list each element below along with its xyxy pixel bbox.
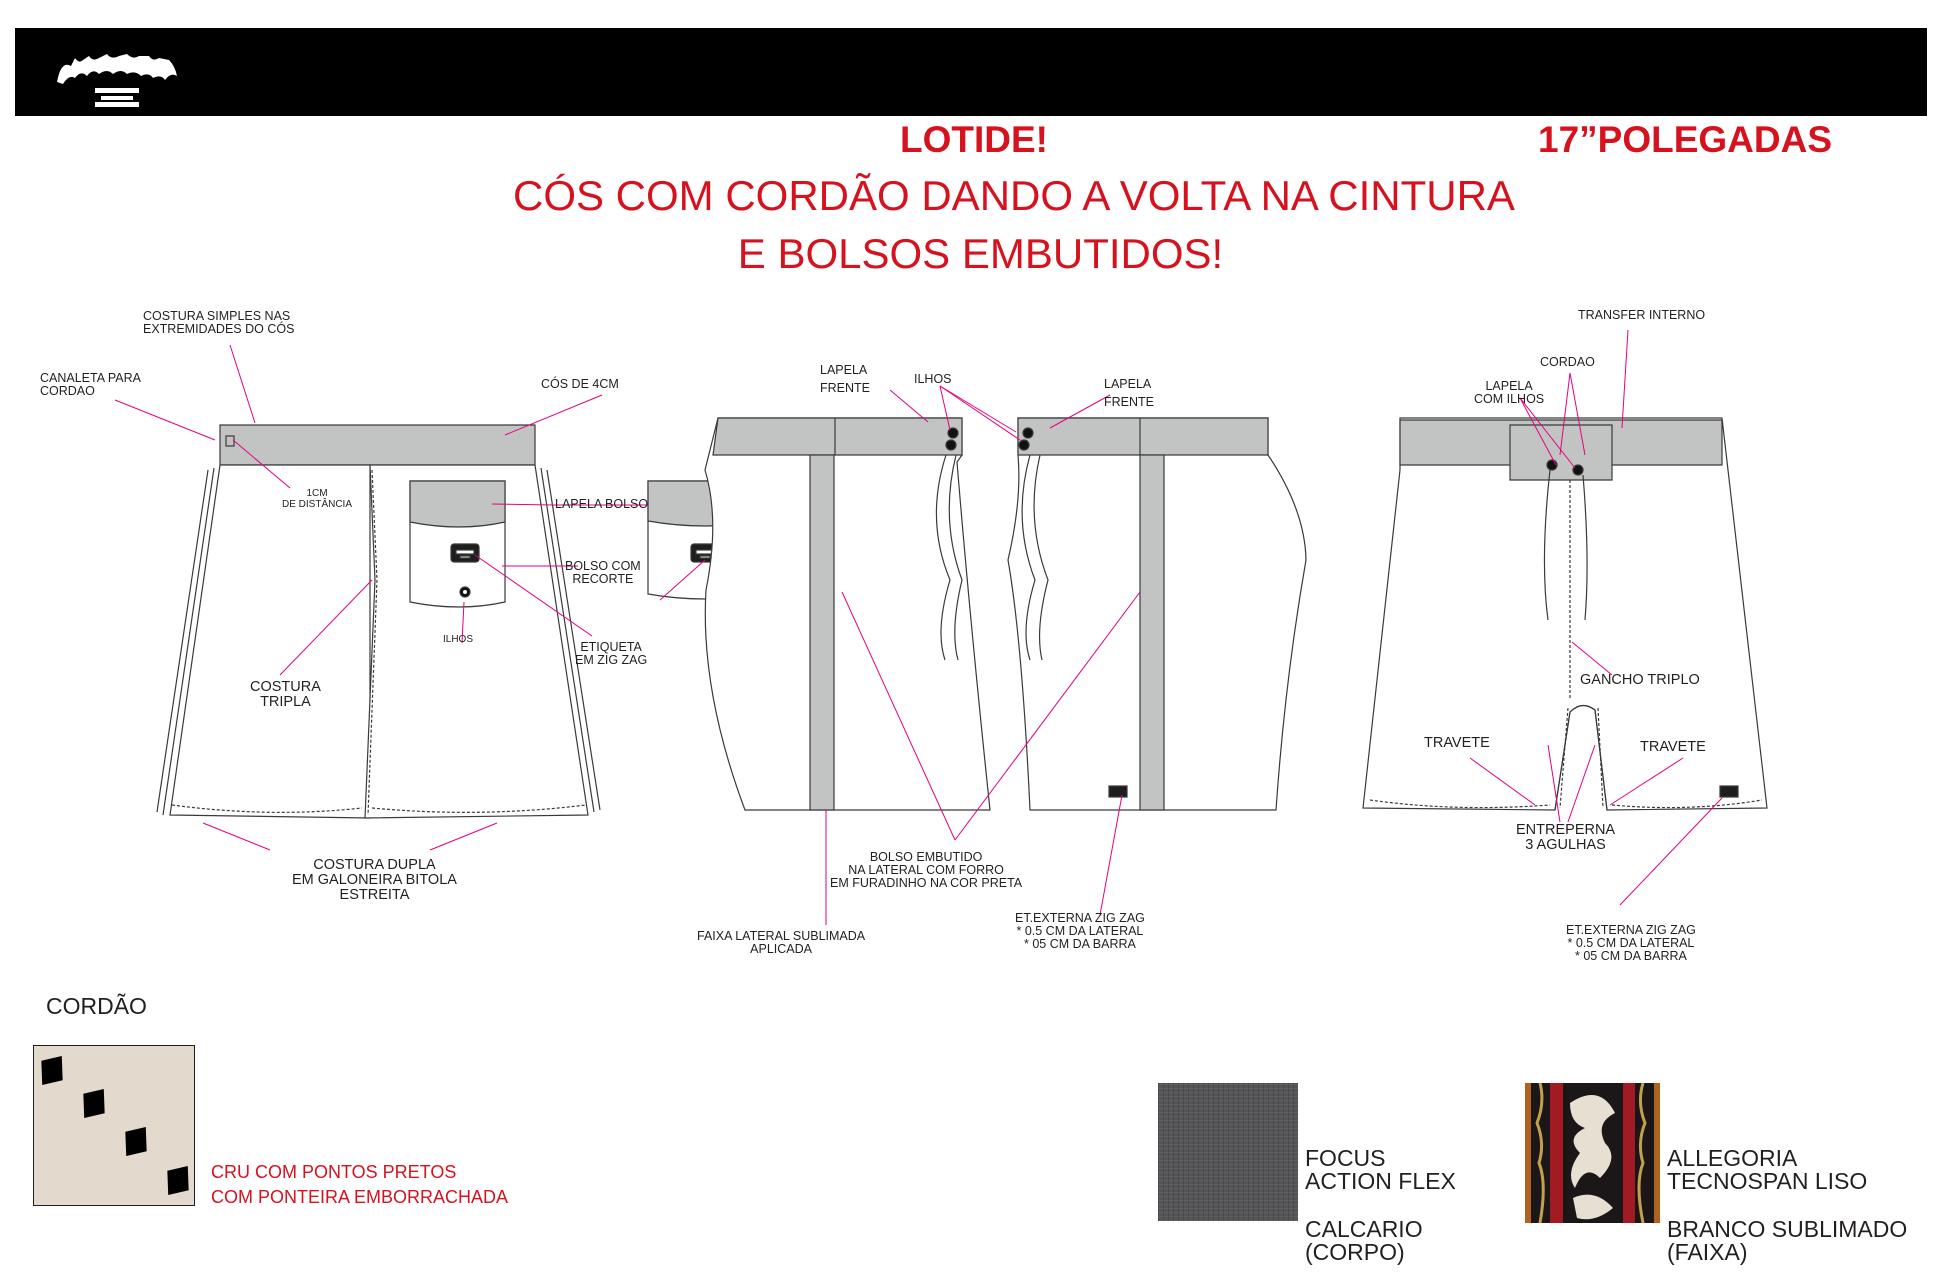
label-lapela-bolso: LAPELA BOLSO (555, 497, 649, 511)
label-travete-right: TRAVETE (1640, 739, 1706, 755)
label-transfer: TRANSFER INTERNO (1578, 308, 1706, 322)
subtitle-line-2: E BOLSOS EMBUTIDOS! (737, 230, 1224, 277)
billabong-logo (57, 54, 177, 107)
side-view-left (704, 417, 991, 811)
label-et-externa-side: ET.EXTERNA ZIG ZAG* 0.5 CM DA LATERAL* 0… (1015, 911, 1145, 951)
label-ilhos-back: ILHOS (443, 634, 474, 645)
back-view-shorts (156, 424, 601, 819)
header-bar (15, 28, 1927, 116)
lot-title: LOTIDE! (900, 119, 1048, 160)
cordao-title: CORDÃO (46, 993, 147, 1019)
allegoria-print (1531, 1083, 1654, 1223)
cord-dot (41, 1055, 63, 1086)
cordao-swatch (33, 1045, 195, 1206)
front-view-shorts (1362, 417, 1768, 811)
leader-lines (114, 329, 1723, 925)
label-cos: CÓS DE 4CM (541, 377, 619, 391)
cord-dot (125, 1126, 147, 1157)
size-title: 17”POLEGADAS (1538, 119, 1833, 160)
label-ilhos-side: ILHOS (914, 372, 952, 386)
fabric-swatch-allegoria (1525, 1083, 1660, 1223)
label-gancho: GANCHO TRIPLO (1580, 672, 1700, 688)
technical-drawings (114, 329, 1768, 925)
fabric-swatch-focus (1158, 1083, 1298, 1221)
subtitle-line-1: CÓS COM CORDÃO DANDO A VOLTA NA CINTURA (513, 172, 1515, 219)
cord-dot (83, 1088, 105, 1119)
side-view-right (1007, 417, 1307, 811)
label-et-externa-front: ET.EXTERNA ZIG ZAG* 0.5 CM DA LATERAL* 0… (1566, 923, 1696, 963)
cord-dot (167, 1165, 189, 1196)
label-travete-left: TRAVETE (1424, 735, 1490, 751)
label-cordao-front: CORDAO (1540, 355, 1595, 369)
